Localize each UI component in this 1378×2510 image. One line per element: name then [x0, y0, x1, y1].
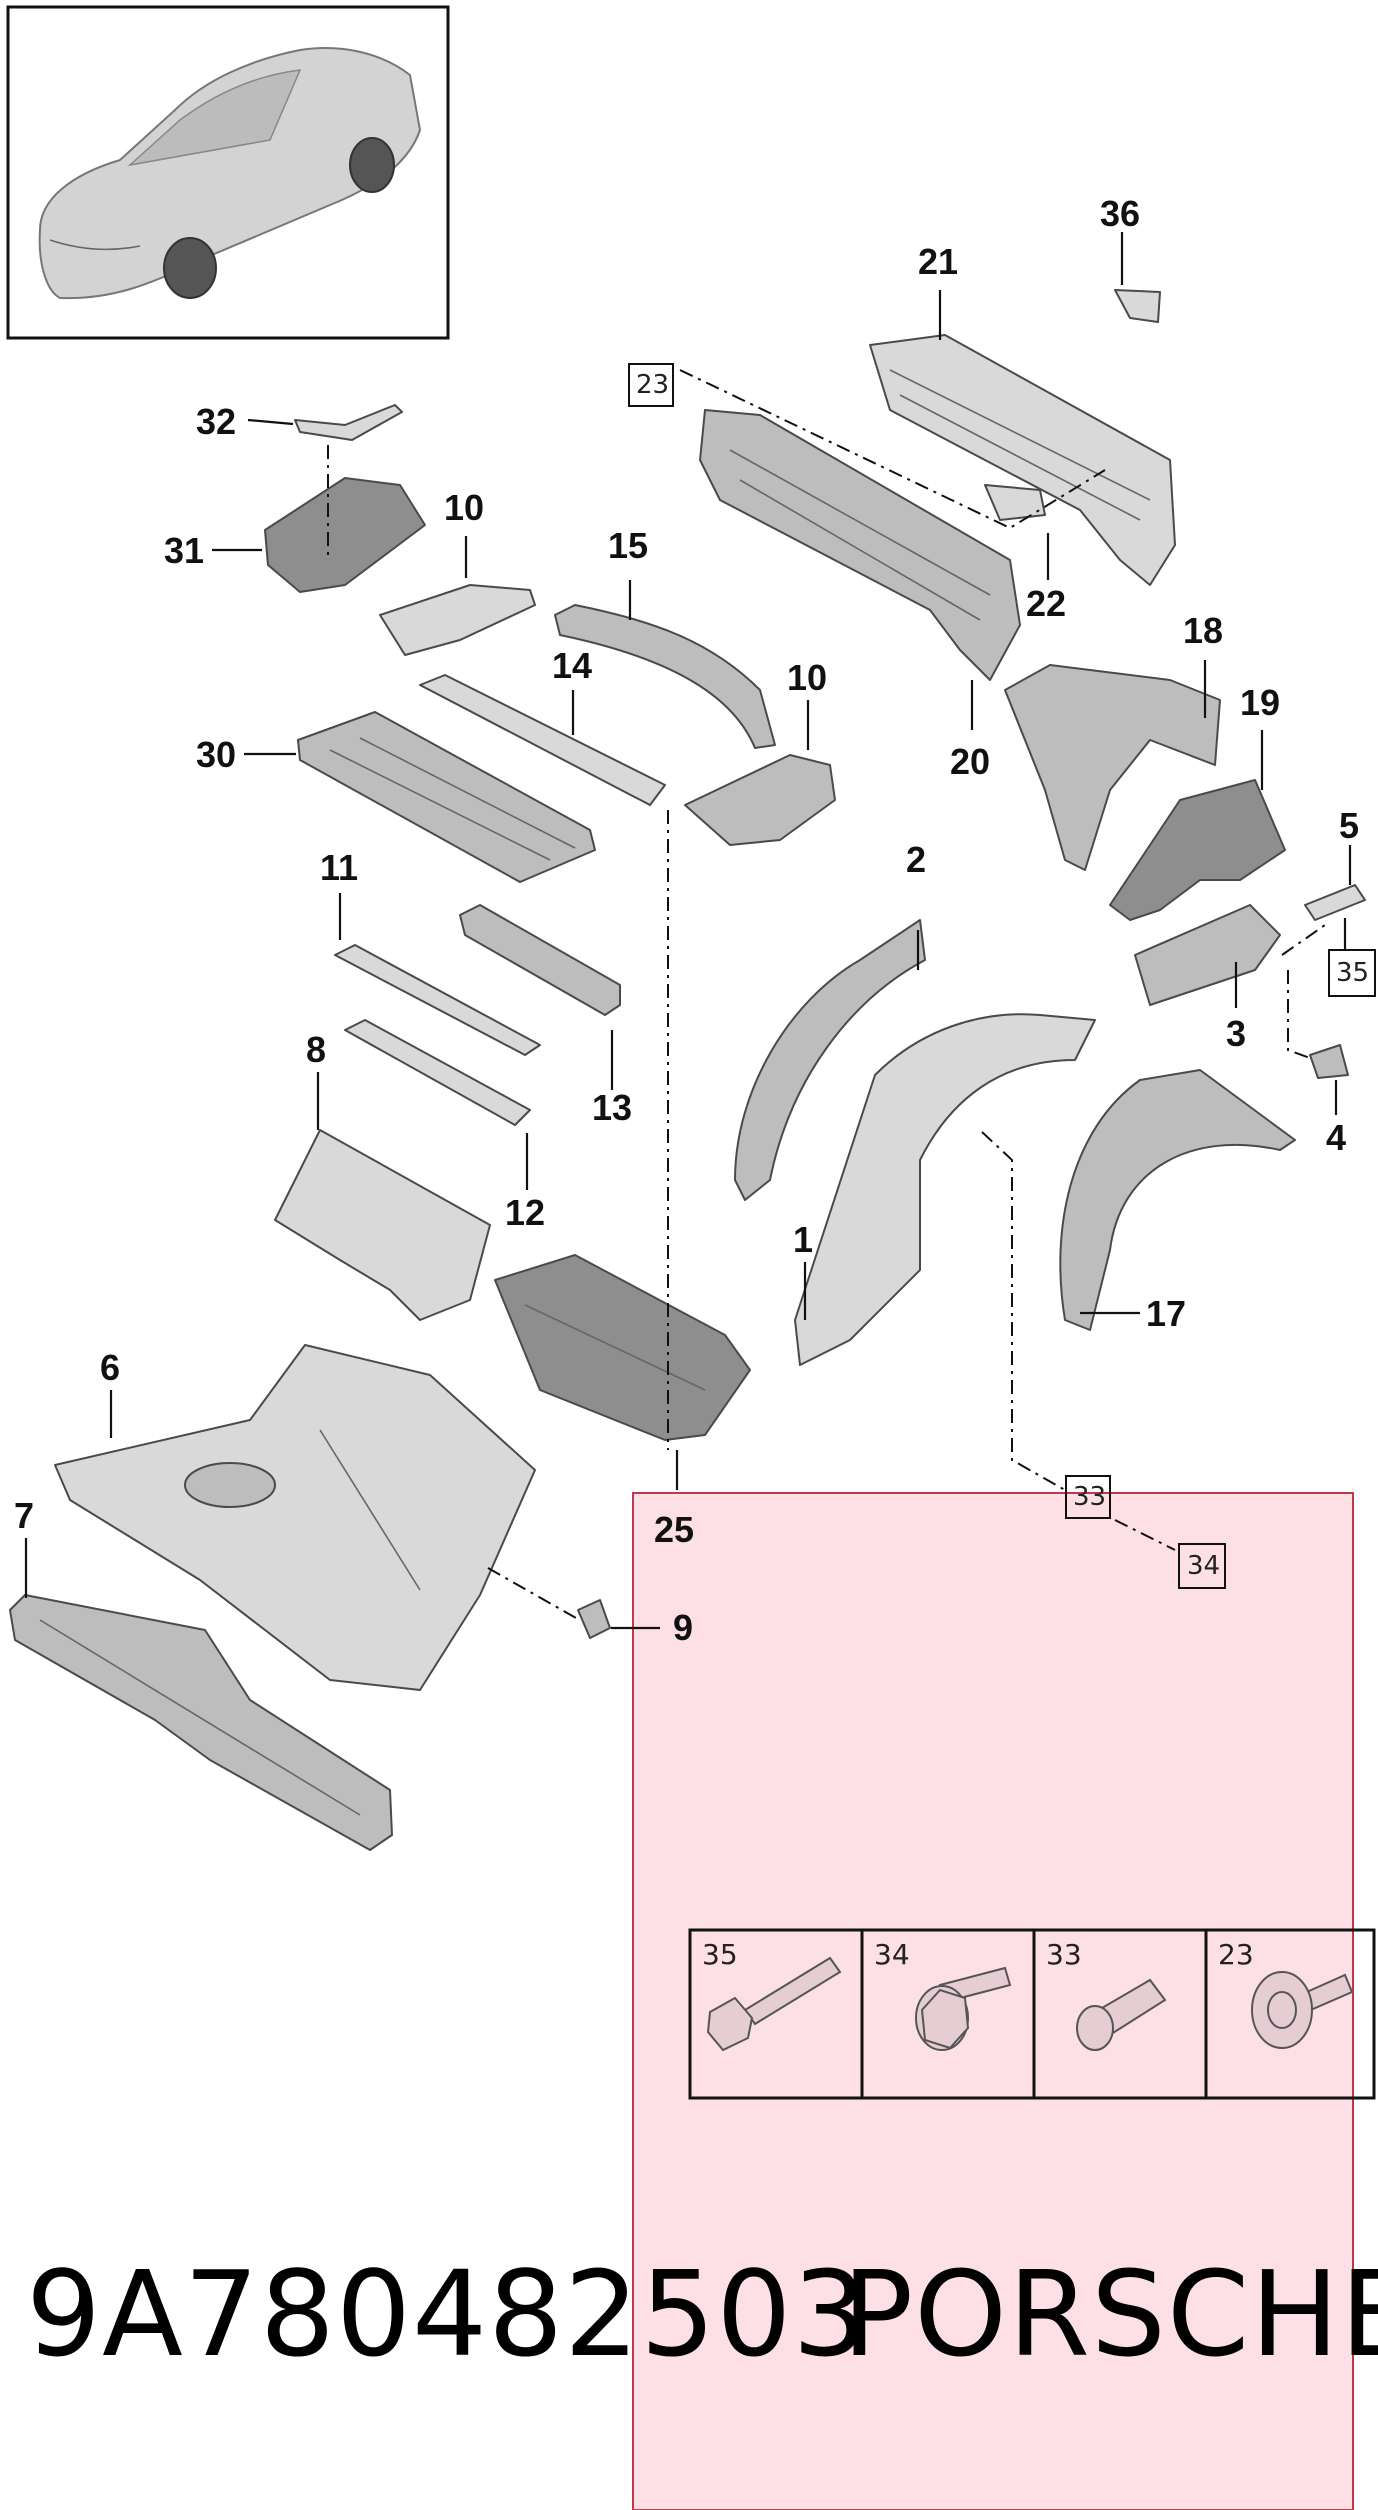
- part-11: [334, 944, 541, 1056]
- callout-30: 30: [196, 734, 236, 775]
- part-7: [9, 1594, 393, 1851]
- callout-15: 15: [608, 525, 648, 566]
- part-17: [1059, 1069, 1296, 1331]
- part-32: [294, 404, 403, 441]
- part-18: [1004, 664, 1221, 871]
- bolt-34-icon: [915, 1966, 1012, 2051]
- part-21: [869, 334, 1176, 586]
- callout-1: 1: [793, 1219, 813, 1260]
- part-22: [984, 484, 1046, 521]
- boxed-ref-33: 33: [1073, 1482, 1106, 1512]
- sleeve-33-icon: [1076, 1978, 1167, 2051]
- callout-31: 31: [164, 530, 204, 571]
- leader-lines: [24, 232, 1352, 1630]
- part-12: [344, 1019, 531, 1126]
- callout-6: 6: [100, 1347, 120, 1388]
- callout-10-left: 10: [444, 487, 484, 528]
- callout-8: 8: [306, 1029, 326, 1070]
- hardware-33-label: 33: [1046, 1938, 1082, 1971]
- hardware-strip: 35 34 33 23: [688, 1928, 1376, 2100]
- brand-name: PORSCHE: [842, 2245, 1378, 2383]
- callout-13: 13: [592, 1087, 632, 1128]
- callout-14: 14: [552, 645, 592, 686]
- part-19: [1109, 779, 1286, 921]
- boxed-refs: 23 33 34 35: [628, 363, 1376, 1589]
- part-14: [419, 674, 666, 806]
- stud-23-icon: [1251, 1971, 1354, 2049]
- part-36: [1114, 289, 1161, 323]
- part-30: [297, 711, 596, 883]
- part-10-left: [379, 584, 536, 656]
- callout-36: 36: [1100, 193, 1140, 234]
- part-1: [794, 1013, 1096, 1366]
- callout-5: 5: [1339, 805, 1359, 846]
- callout-19: 19: [1240, 682, 1280, 723]
- part-10-center: [684, 754, 836, 846]
- callout-7: 7: [14, 1495, 34, 1536]
- part-31: [264, 477, 426, 593]
- boxed-ref-35: 35: [1336, 958, 1369, 988]
- connector-lines: [327, 369, 1326, 1619]
- part-2: [734, 919, 926, 1201]
- part-15: [554, 604, 776, 749]
- part-3: [1134, 904, 1281, 1006]
- part-25: [494, 1254, 751, 1441]
- callout-9: 9: [673, 1607, 693, 1648]
- part-20: [699, 409, 1021, 681]
- part-8: [274, 1129, 491, 1321]
- hardware-35-label: 35: [702, 1938, 738, 1971]
- callout-labels: 36 21 22 20 18 19 5 3 4 32 31 10 15 14 1…: [14, 193, 1359, 1648]
- callout-4: 4: [1326, 1117, 1346, 1158]
- hardware-23-label: 23: [1218, 1938, 1254, 1971]
- callout-2: 2: [906, 839, 926, 880]
- part-4: [1309, 1044, 1349, 1079]
- callout-11: 11: [320, 847, 358, 888]
- callout-3: 3: [1226, 1013, 1246, 1054]
- highlight-region: [632, 1492, 1354, 2510]
- part-9: [577, 1599, 611, 1639]
- callout-10-center: 10: [787, 657, 827, 698]
- callout-20: 20: [950, 741, 990, 782]
- part-number: 9A780482503: [26, 2245, 869, 2383]
- callout-21: 21: [918, 241, 958, 282]
- callout-32: 32: [196, 401, 236, 442]
- part-13: [459, 904, 621, 1016]
- hardware-34-label: 34: [874, 1938, 910, 1971]
- vehicle-thumbnail: [6, 5, 450, 340]
- bolt-35-icon: [706, 1956, 842, 2052]
- boxed-ref-34: 34: [1187, 1551, 1220, 1581]
- part-5: [1304, 884, 1366, 921]
- callout-25: 25: [654, 1509, 694, 1550]
- callout-12: 12: [505, 1192, 545, 1233]
- part-6: [54, 1344, 536, 1691]
- callout-17: 17: [1146, 1293, 1186, 1334]
- callout-22: 22: [1026, 583, 1066, 624]
- callout-18: 18: [1183, 610, 1223, 651]
- boxed-ref-23: 23: [636, 370, 669, 400]
